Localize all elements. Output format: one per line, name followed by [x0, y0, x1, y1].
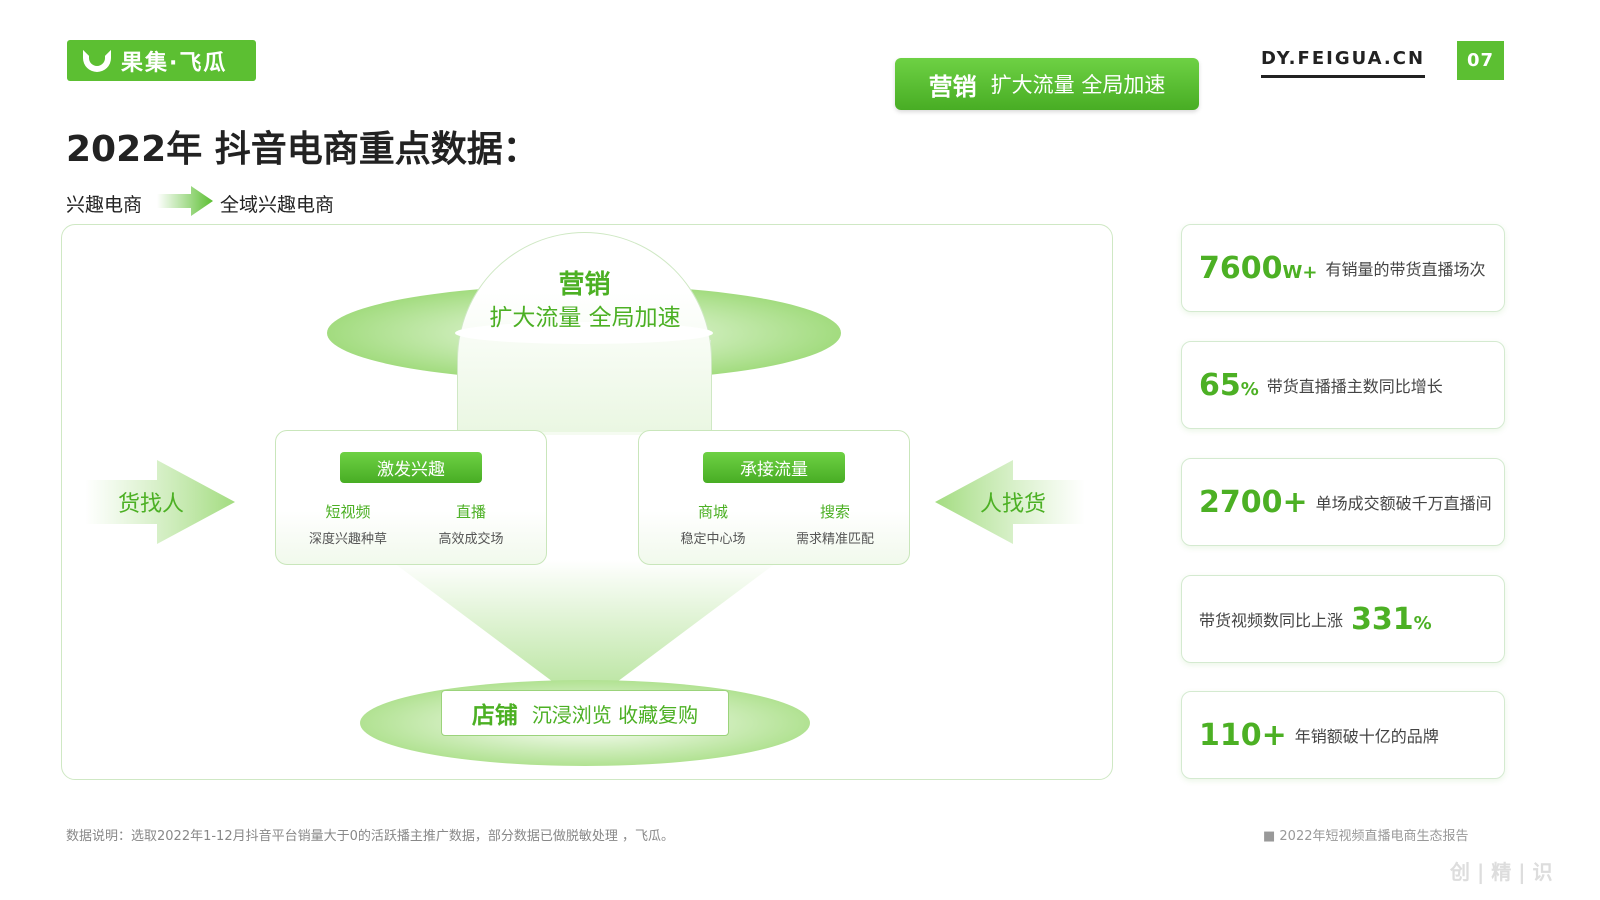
- watermark: 创 | 精 | 识: [1440, 848, 1580, 888]
- shop-label: 店铺沉浸浏览 收藏复购: [441, 690, 729, 736]
- arrow-left-icon: [935, 460, 1085, 544]
- arrow-right-icon: [157, 186, 213, 216]
- right-arrow-label: 人找货: [980, 492, 1047, 517]
- stat-desc: 年销额破十亿的品牌: [1294, 727, 1439, 746]
- col-title: 直播: [455, 503, 486, 521]
- report-name: ■ 2022年短视频直播电商生态报告: [1263, 829, 1469, 844]
- box-interest: 激发兴趣 短视频深度兴趣种草 直播高效成交场: [275, 430, 547, 565]
- diagram-panel: [61, 224, 1113, 780]
- stat-desc: 单场成交额破千万直播间: [1315, 494, 1492, 513]
- box-header: 激发兴趣: [340, 452, 482, 483]
- stat-card: 带货视频数同比上涨 331%: [1181, 575, 1505, 663]
- col-desc: 高效成交场: [438, 532, 504, 547]
- col-desc: 深度兴趣种草: [308, 532, 387, 547]
- box-traffic: 承接流量 商城稳定中心场 搜索需求精准匹配: [638, 430, 910, 565]
- page-title: 2022年 抖音电商重点数据：: [66, 129, 539, 170]
- stat-desc: 带货直播播主数同比增长: [1266, 377, 1443, 396]
- subtitle-to: 全域兴趣电商: [220, 194, 335, 216]
- stat-number: 331%: [1351, 601, 1432, 637]
- stat-number: 7600W+: [1199, 250, 1318, 286]
- box-col: 直播高效成交场: [403, 501, 539, 547]
- stat-card: 65% 带货直播播主数同比增长: [1181, 341, 1505, 429]
- col-desc: 稳定中心场: [680, 532, 746, 547]
- box-col: 商城稳定中心场: [645, 501, 781, 547]
- stat-card: 2700+ 单场成交额破千万直播间: [1181, 458, 1505, 546]
- col-title: 商城: [697, 503, 728, 521]
- bottom-title: 店铺: [471, 703, 518, 729]
- stat-number: 110+: [1199, 717, 1287, 753]
- left-arrow-label: 货找人: [118, 492, 185, 517]
- page-number: 07: [1457, 41, 1504, 80]
- badge-main: 营销: [928, 72, 977, 101]
- box-col: 短视频深度兴趣种草: [280, 501, 416, 547]
- watermark-text: 创 | 精 | 识: [1450, 860, 1553, 884]
- stat-desc: 有销量的带货直播场次: [1325, 260, 1486, 279]
- stat-card: 7600W+ 有销量的带货直播场次: [1181, 224, 1505, 312]
- top-title: 营销: [558, 270, 611, 300]
- subtitle-from: 兴趣电商: [66, 194, 143, 216]
- col-desc: 需求精准匹配: [795, 532, 874, 547]
- stat-desc: 带货视频数同比上涨: [1199, 611, 1344, 630]
- logo-icon: [83, 49, 111, 72]
- top-subtitle: 扩大流量 全局加速: [489, 305, 681, 331]
- site-url[interactable]: DY.FEIGUA.CN: [1261, 48, 1426, 78]
- col-title: 短视频: [325, 503, 371, 521]
- stat-card: 110+ 年销额破十亿的品牌: [1181, 691, 1505, 779]
- data-note: 数据说明：选取2022年1-12月抖音平台销量大于0的活跃播主推广数据，部分数据…: [66, 829, 674, 844]
- stat-number: 2700+: [1199, 484, 1308, 520]
- logo: 果集·飞瓜: [67, 40, 256, 81]
- section-badge: 营销扩大流量 全局加速: [895, 58, 1199, 110]
- badge-sub: 扩大流量 全局加速: [990, 73, 1166, 97]
- stat-number: 65%: [1199, 367, 1259, 403]
- box-col: 搜索需求精准匹配: [767, 501, 903, 547]
- arrow-right-icon: [85, 460, 235, 544]
- col-title: 搜索: [819, 503, 850, 521]
- box-header: 承接流量: [703, 452, 845, 483]
- bottom-subtitle: 沉浸浏览 收藏复购: [531, 702, 699, 727]
- logo-text: 果集·飞瓜: [121, 50, 228, 76]
- dome-base: [455, 322, 713, 344]
